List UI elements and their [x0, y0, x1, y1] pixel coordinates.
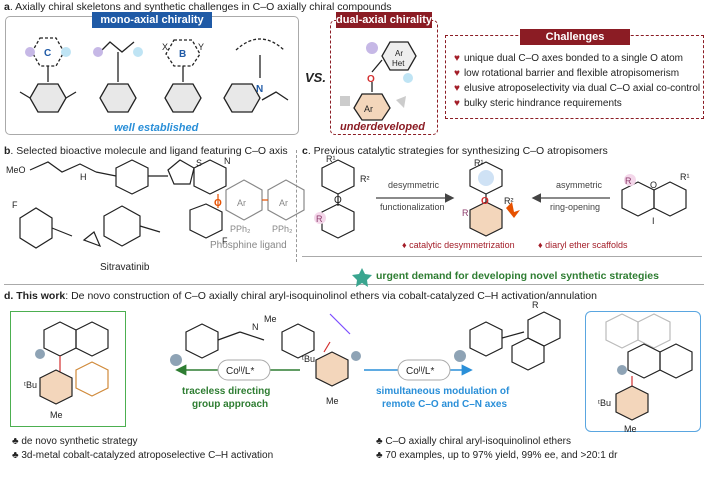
- section-c-rule: [302, 256, 702, 257]
- c-center-r1: R¹: [474, 158, 484, 168]
- atom-x: X: [162, 42, 168, 52]
- mono-skeleton-1: [19, 37, 77, 113]
- section-d-rule: [4, 284, 704, 285]
- mid-tbu: ᵗBu: [302, 354, 315, 364]
- challenge-item: ♥unique dual C–O axes bonded to a single…: [454, 53, 683, 64]
- c-center-structure: [469, 161, 520, 237]
- left-approach-2: group approach: [192, 399, 268, 410]
- section-b-heading: b. Selected bioactive molecule and ligan…: [4, 145, 288, 157]
- c-center-o: O: [481, 196, 489, 207]
- meo-label: MeO: [6, 165, 26, 175]
- star-icon: [352, 268, 372, 287]
- ligand-ar1: Ar: [237, 198, 246, 208]
- right-note-2: ♣ 70 examples, up to 97% yield, 99% ee, …: [376, 450, 618, 461]
- left-approach-1: traceless directing: [182, 386, 270, 397]
- c-o-left: O: [334, 195, 342, 206]
- left-note-2: ♣ 3d-metal cobalt-catalyzed atroposelect…: [12, 450, 274, 461]
- c-r2: R²: [360, 174, 370, 184]
- section-c-heading: c. Previous catalytic strategies for syn…: [302, 145, 608, 157]
- c-r1: R¹: [326, 154, 336, 164]
- mono-skeleton-4: [223, 38, 289, 113]
- c-center-r2: R²: [504, 196, 514, 206]
- mono-axial-caption: well established: [114, 122, 199, 134]
- asym-label-2: ring-opening: [550, 202, 600, 212]
- atom-b: B: [179, 49, 186, 60]
- ligand-ar2: Ar: [279, 198, 288, 208]
- right-product-box: [585, 311, 701, 432]
- mid-me: Me: [326, 396, 339, 406]
- mono-skeleton-3: [164, 39, 202, 113]
- asym-label-1: asymmetric: [556, 180, 603, 190]
- c-bullet-1: ♦ catalytic desymmetrization: [402, 240, 515, 250]
- challenges-title: Challenges: [520, 29, 630, 45]
- s-label: S: [196, 158, 202, 168]
- section-a-heading: a. Axially chiral skeletons and syntheti…: [4, 1, 392, 13]
- mono-axial-label: mono-axial chirality: [92, 12, 212, 28]
- right-tbu: ᵗBu: [598, 398, 611, 408]
- c-right-structure: [621, 174, 687, 217]
- ligand-name: Phosphine ligand: [210, 240, 287, 251]
- ligand-pph2-1: PPh₂: [230, 224, 251, 234]
- left-product-structure: [35, 321, 109, 405]
- n-label: N: [224, 156, 231, 166]
- section-b-divider: [296, 150, 297, 262]
- phosphine-ligand-structure: [225, 179, 305, 221]
- ring-ar-label: Ar: [395, 49, 403, 58]
- ring-het-label: Het: [392, 59, 405, 68]
- challenge-item: ♥low rotational barrier and flexible atr…: [454, 68, 680, 79]
- catalyst-right: Coᴵᴵ/L*: [406, 366, 434, 377]
- c-right-o: O: [650, 180, 657, 190]
- left-me: Me: [50, 410, 63, 420]
- section-d-heading: d. This work: De novo construction of C–…: [4, 290, 597, 302]
- nh-label: H: [80, 172, 87, 182]
- atom-c: C: [44, 48, 51, 59]
- desym-label-1: desymmetric: [388, 180, 440, 190]
- dual-skeleton: [340, 41, 417, 121]
- atom-n: N: [256, 84, 263, 95]
- vs-label: VS.: [305, 70, 326, 85]
- challenge-item: ♥bulky steric hindrance requirements: [454, 98, 622, 109]
- c-r-left: R: [316, 214, 323, 224]
- sitravatinib-name: Sitravatinib: [100, 262, 150, 273]
- mono-skeleton-2: [93, 41, 143, 113]
- c-right-i: I: [652, 216, 655, 226]
- ligand-pph2-2: PPh₂: [272, 224, 293, 234]
- sitravatinib-structure: [19, 159, 227, 249]
- left-product-box: [10, 311, 126, 427]
- c-right-r: R: [625, 176, 632, 186]
- dual-axial-label: dual-axial chirality: [336, 12, 432, 28]
- left-note-1: ♣ de novo synthetic strategy: [12, 436, 138, 447]
- f1-label: F: [12, 200, 18, 210]
- challenges-list: ♥unique dual C–O axes bonded to a single…: [454, 51, 700, 111]
- c-center-r: R: [462, 208, 469, 218]
- right-note-1: ♣ C–O axially chiral aryl-isoquinolinol …: [376, 436, 571, 447]
- atom-y: Y: [198, 42, 204, 52]
- f2-label: F: [222, 236, 228, 246]
- c-right-r1: R¹: [680, 172, 690, 182]
- challenge-item: ♥elusive atroposelectivity via dual C–O …: [454, 83, 701, 94]
- alkynyl-ether-reactant: [315, 313, 361, 387]
- right-me: Me: [624, 424, 637, 434]
- left-tbu: ᵗBu: [24, 380, 37, 390]
- catalyst-left: Coᴵᴵ/L*: [226, 366, 254, 377]
- c-left-structure: [314, 159, 355, 239]
- right-approach-2: remote C–O and C–N axes: [382, 399, 507, 410]
- amide-reactant: [170, 323, 315, 366]
- b-o-label: O: [214, 198, 222, 209]
- dual-axial-caption: underdeveloped: [340, 121, 425, 133]
- quinoline-amide-reactant: [454, 311, 561, 371]
- c-bullet-2: ♦ diaryl ether scaffolds: [538, 240, 628, 250]
- urgent-demand: urgent demand for developing novel synth…: [376, 270, 659, 282]
- right-r: R: [532, 300, 539, 310]
- dual-atom-o: O: [367, 74, 375, 85]
- right-product-structure: [605, 313, 693, 421]
- hydrazide-n: N: [252, 322, 259, 332]
- right-approach-1: simultaneous modulation of: [376, 386, 510, 397]
- desym-label-2: functionalization: [380, 202, 445, 212]
- dual-ring-ar: Ar: [364, 104, 373, 114]
- hydrazide-me: Me: [264, 314, 277, 324]
